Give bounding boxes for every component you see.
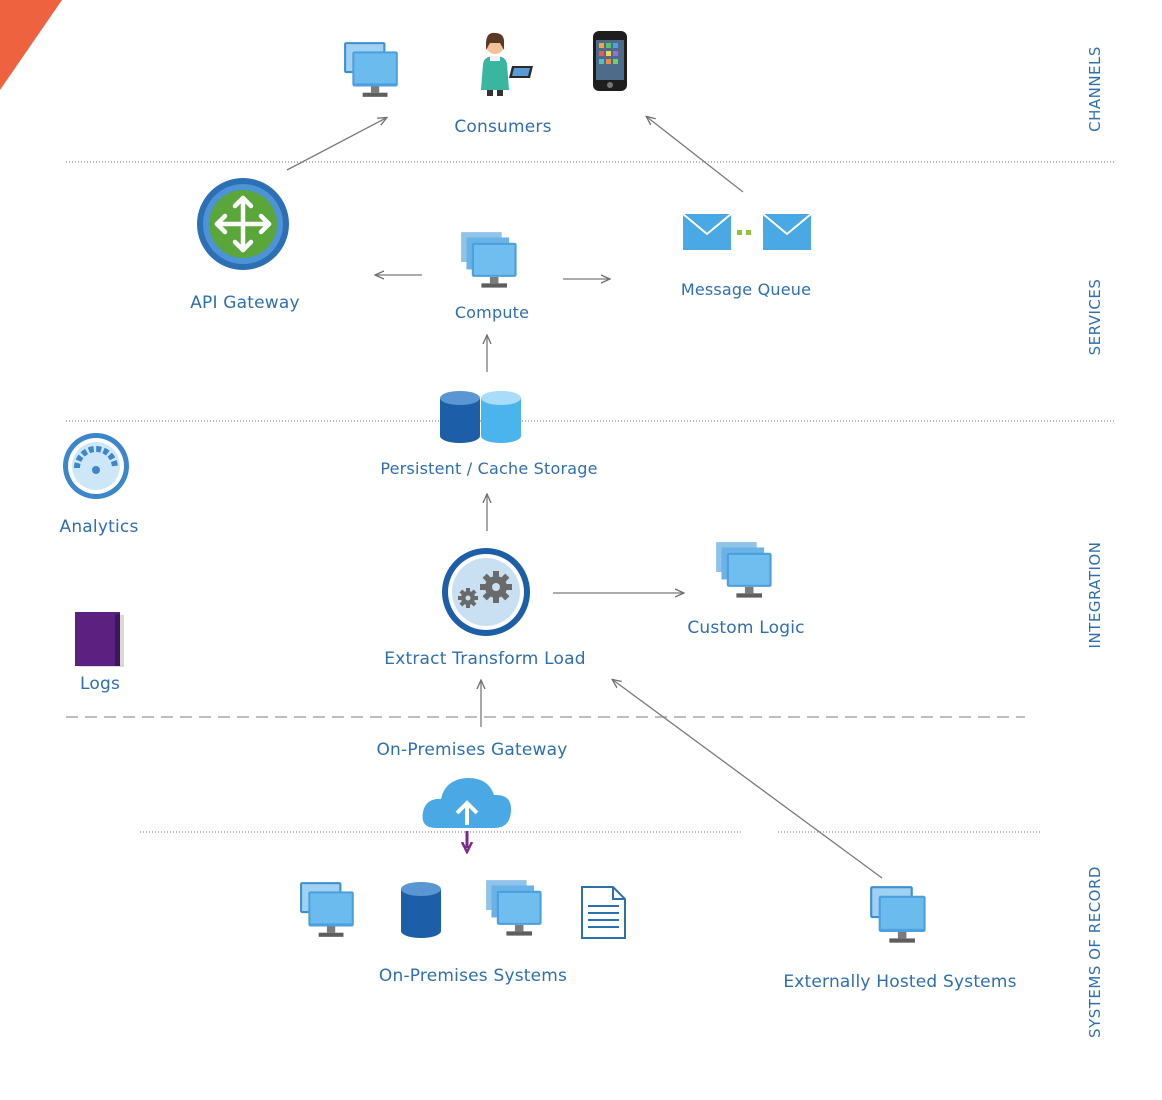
etl-label: Extract Transform Load (384, 649, 586, 669)
api-gateway-label: API Gateway (190, 293, 300, 313)
externally-hosted-systems-label: Externally Hosted Systems (783, 972, 1017, 992)
external-server-icon (870, 886, 926, 943)
message-queue-icon (682, 213, 812, 250)
custom-logic-label: Custom Logic (687, 618, 805, 638)
custom-logic-servers-icon (716, 542, 772, 598)
document-icon (581, 886, 626, 939)
smartphone-icon (593, 31, 627, 91)
compute-label: Compute (454, 303, 530, 322)
on-prem-servers-icon (486, 880, 542, 936)
arrow-external-to-etl (613, 680, 883, 879)
lane-label-services: SERVICES (1086, 278, 1104, 356)
api-gateway-icon (197, 178, 289, 270)
storage-database-icon (440, 391, 521, 443)
person-with-tablet-icon (481, 32, 533, 96)
compute-servers-icon (461, 232, 517, 288)
on-prem-database-icon (401, 882, 441, 938)
lane-label-channels: CHANNELS (1086, 46, 1104, 132)
lane-label-systems-of-record: SYSTEMS OF RECORD (1086, 866, 1104, 1038)
desktop-icon (344, 42, 398, 97)
on-premises-gateway-cloud-icon (422, 777, 512, 848)
on-premises-systems-label: On-Premises Systems (378, 966, 568, 986)
corner-accent-shape (0, 0, 62, 90)
consumers-label: Consumers (454, 117, 552, 137)
on-premises-gateway-label: On-Premises Gateway (376, 740, 568, 760)
message-queue-label: Message Queue (680, 280, 812, 299)
analytics-label: Analytics (59, 517, 139, 537)
arrow-message-queue-to-consumers (647, 117, 744, 193)
logs-book-icon (75, 612, 124, 667)
logs-label: Logs (79, 674, 121, 694)
etl-gears-icon (442, 548, 530, 636)
storage-label: Persistent / Cache Storage (380, 459, 598, 478)
arrow-api-gateway-to-consumers (286, 118, 386, 171)
on-prem-server-icon (300, 882, 354, 937)
analytics-gauge-icon (63, 433, 129, 499)
lane-label-integration: INTEGRATION (1086, 541, 1104, 649)
